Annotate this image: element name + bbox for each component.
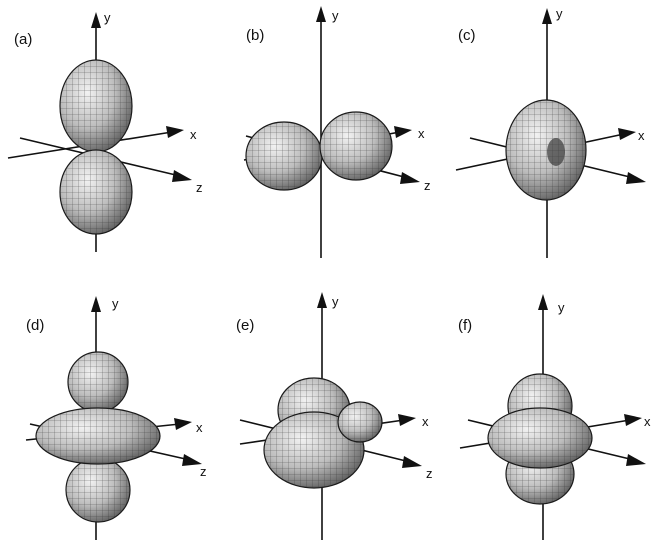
panel-c: (c) y x [455,6,646,258]
orbital-lobes-d [35,351,161,523]
orbital-lobes-a [59,59,133,235]
y-axis-arrow-d [91,296,101,312]
panel-f: (f) y x [458,294,651,540]
x-axis-label-d: x [196,420,203,435]
mesh-torus-c [506,100,586,200]
x-axis-label-b: x [418,126,425,141]
mesh-bottom-d [66,458,130,522]
x-axis-arrow-e [398,414,416,426]
z-axis-label-a: z [196,180,203,195]
orbital-torus-c [505,99,587,201]
x-axis-label-e: x [422,414,429,429]
z-axis-label-b: z [424,178,431,193]
y-axis-label-a: y [104,10,111,25]
mesh-right-b [320,112,392,180]
x-axis-arrow-f [624,414,642,426]
y-axis-arrow-b [316,6,326,22]
x-axis-arrow-c [618,128,636,140]
panel-label-a: (a) [14,31,32,48]
mesh-middle-f [488,408,592,468]
z-axis-label-e: z [426,466,433,481]
y-axis-label-c: y [556,6,563,21]
panel-e: (e) y x z [236,292,433,540]
z-axis-arrow-b [400,172,420,184]
mesh-top-d [68,352,128,412]
mesh-torus-d [36,408,160,464]
z-axis-arrow-f [626,454,646,466]
y-axis-arrow-e [317,292,327,308]
y-axis-label-b: y [332,8,339,23]
y-axis-label-e: y [332,294,339,309]
panel-label-e: (e) [236,317,254,334]
z-axis-arrow-c [626,172,646,184]
panel-label-f: (f) [458,317,472,334]
panel-b: (b) y x z [243,6,431,258]
z-axis-arrow-a [172,170,192,182]
x-axis-arrow-b [394,126,412,138]
orbital-lobes-f [487,373,593,505]
z-axis-label-d: z [200,464,207,479]
orbital-lobes-b [245,111,393,191]
mesh-right-e [338,402,382,442]
z-axis-arrow-d [182,454,202,466]
panel-label-c: (c) [458,27,476,44]
y-axis-label-f: y [558,300,565,315]
mesh-left-b [246,122,322,190]
mesh-lower-e [264,412,364,488]
x-axis-label-c: x [638,128,645,143]
y-axis-arrow-c [542,8,552,24]
panel-a: (a) y x z [7,10,203,252]
y-axis-arrow-a [91,12,101,28]
panel-label-b: (b) [246,27,264,44]
orbital-lobes-e [263,377,383,489]
torus-hole-c [547,138,565,166]
mesh-lower-a [60,150,132,234]
z-axis-arrow-e [402,456,422,468]
x-axis-arrow-d [174,418,192,430]
panel-label-d: (d) [26,317,44,334]
panel-d: (d) y x z [25,296,207,540]
mesh-upper-a [60,60,132,152]
x-axis-arrow-a [166,126,184,138]
x-axis-label-a: x [190,127,197,142]
y-axis-label-d: y [112,296,119,311]
y-axis-arrow-f [538,294,548,310]
x-axis-label-f: x [644,414,651,429]
